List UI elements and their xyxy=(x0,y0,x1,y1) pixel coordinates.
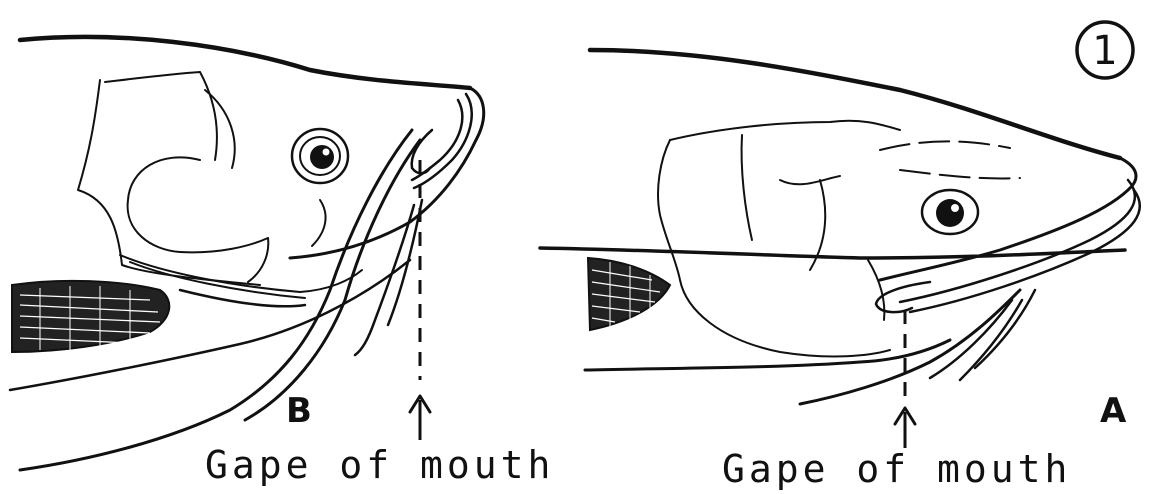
figure-number-badge: 1 xyxy=(1077,22,1133,78)
panel-a-letter: A xyxy=(1100,391,1127,431)
pectoral-fin-a xyxy=(588,258,670,330)
panel-a-caption: Gape of mouth xyxy=(722,447,1071,491)
panel-b-fish-illustration xyxy=(10,37,484,470)
panel-b-caption: Gape of mouth xyxy=(205,443,554,487)
panel-a-fish-illustration xyxy=(540,50,1140,448)
pectoral-fin-b xyxy=(12,281,169,352)
panel-b-letter: B xyxy=(286,391,312,431)
figure-number: 1 xyxy=(1092,28,1117,74)
